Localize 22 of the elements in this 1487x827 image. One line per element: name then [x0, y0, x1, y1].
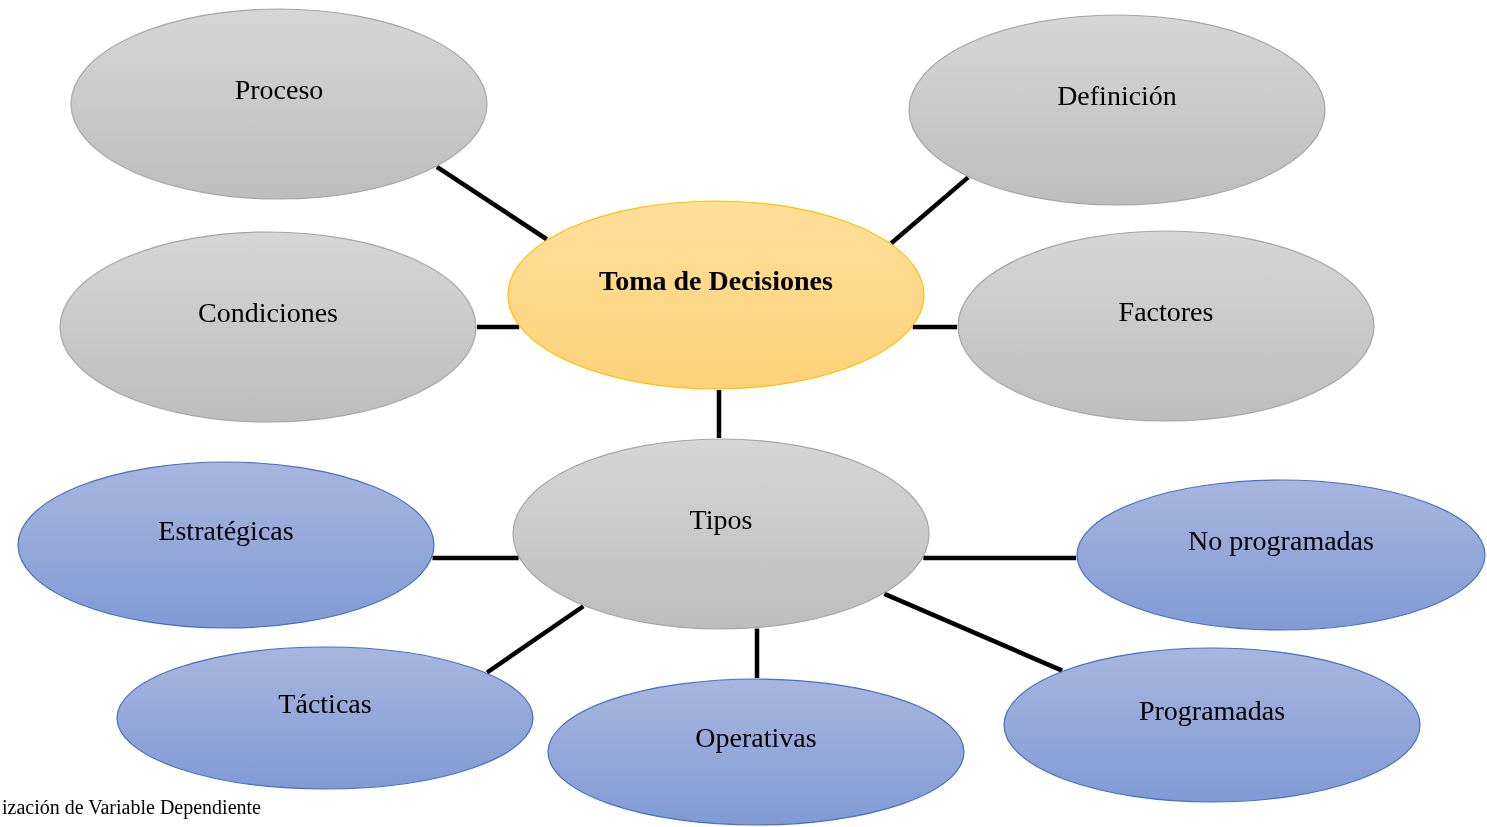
node-label: Operativas: [694, 721, 818, 755]
connector-line: [883, 591, 1063, 673]
connector-line: [923, 555, 1077, 561]
connector-line: [716, 390, 722, 438]
node-label: Tipos: [688, 503, 754, 537]
node-label: Definición: [1056, 79, 1178, 113]
connector-line: [485, 604, 585, 675]
node-label: Programadas: [1137, 694, 1287, 728]
node-label: Condiciones: [197, 296, 339, 330]
caption: ización de Variable Dependiente: [2, 796, 261, 819]
connector-line: [435, 165, 548, 242]
node-label: Proceso: [233, 73, 325, 107]
node-label: Tácticas: [277, 687, 373, 721]
node-label: Factores: [1117, 295, 1215, 329]
connector-line: [912, 324, 957, 330]
connector-line: [754, 628, 760, 678]
connector-line: [889, 175, 970, 245]
connector-line: [477, 324, 520, 330]
node-label: Estratégicas: [157, 514, 295, 548]
node-label: No programadas: [1187, 524, 1375, 558]
connector-line: [432, 555, 519, 561]
node-label: Toma de Decisiones: [598, 264, 834, 298]
